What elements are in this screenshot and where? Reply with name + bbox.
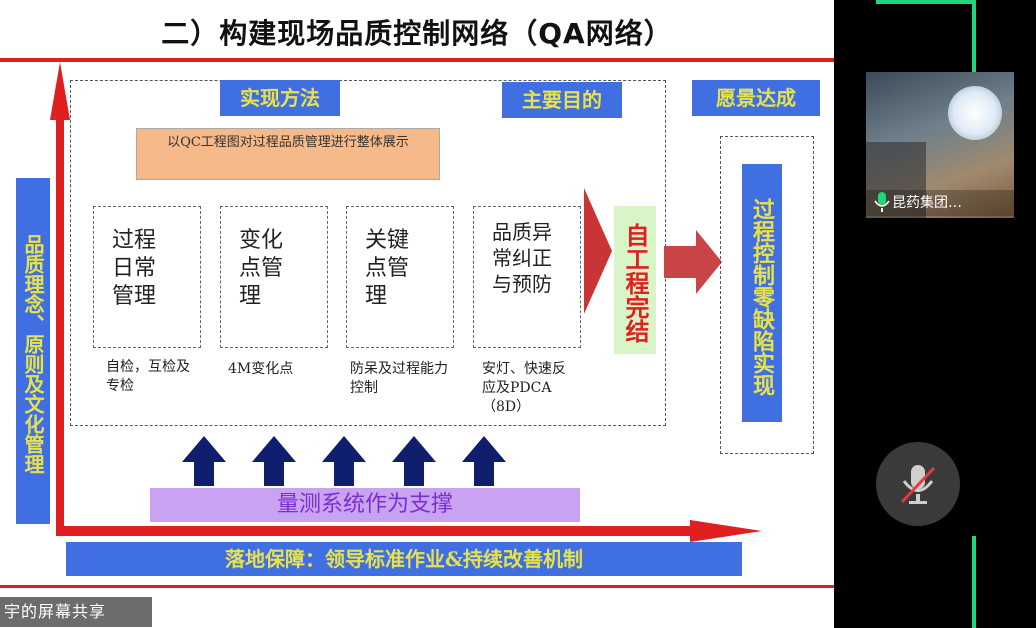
mic-muted-icon [900, 465, 936, 504]
item-caption: 自检，互检及专检 [106, 359, 190, 394]
axis-arrows [50, 62, 762, 542]
vertical-arrow [50, 62, 70, 534]
meeting-sidebar: 昆药集团… [834, 0, 1036, 628]
bottom-guarantee-banner: 落地保障：领导标准作业&持续改善机制 [66, 542, 742, 576]
item-caption: 安灯、快速反应及PDCA（8D） [482, 361, 566, 415]
qc-note-box: 以QC工程图对过程品质管理进行整体展示 [136, 128, 440, 180]
zero-defect-label: 过程控制零缺陷实现 [742, 164, 782, 422]
item-title: 变化点管理 [239, 228, 284, 309]
method-header: 实现方法 [220, 80, 340, 116]
screen-share-label: 宇的屏幕共享 [0, 597, 152, 627]
arrow-up-icon [462, 436, 506, 486]
wall-shadow [866, 142, 926, 218]
horizontal-arrow [56, 520, 762, 542]
active-speaker-line-top-h [876, 0, 976, 4]
item-key-point: 关键点管理 [346, 206, 454, 348]
top-red-line [0, 58, 834, 62]
principle-culture-bar: 品质理念、原则及文化管理 [16, 178, 50, 524]
vision-area [720, 136, 814, 454]
qc-note-text: 以QC工程图对过程品质管理进行整体展示 [167, 135, 409, 150]
arrow-up-icon [252, 436, 296, 486]
active-speaker-line-bottom [972, 536, 976, 628]
item-title: 关键点管理 [365, 228, 410, 309]
item-caption: 防呆及过程能力控制 [350, 361, 448, 396]
active-speaker-line-top [972, 0, 976, 74]
arrow-up-icon [392, 436, 436, 486]
item-caption: 4M变化点 [228, 361, 294, 377]
item-title: 过程日常管理 [112, 228, 157, 309]
participant-video-tile[interactable]: 昆药集团… [866, 72, 1014, 218]
process-complete-label: 自工程完结 [614, 206, 656, 354]
item-quality-correction: 品质异常纠正与预防 [473, 206, 581, 348]
goal-header: 主要目的 [502, 82, 622, 118]
mute-button[interactable] [876, 442, 960, 526]
arrow-up-icon [322, 436, 366, 486]
item-title: 品质异常纠正与预防 [492, 220, 552, 296]
support-arrows [182, 436, 506, 486]
bottom-red-line [0, 585, 834, 588]
arrow-up-icon [182, 436, 226, 486]
participant-name: 昆药集团… [892, 195, 962, 211]
mic-on-icon [874, 192, 890, 212]
slide-title: 二）构建现场品质控制网络（QA网络） [161, 17, 673, 50]
ceiling-light [948, 86, 1002, 140]
item-daily-management: 过程日常管理 [93, 206, 201, 348]
shared-screen: 二）构建现场品质控制网络（QA网络） 品质理念、原则及文化管理 实现方法 主要目… [0, 0, 834, 628]
item-change-point: 变化点管理 [220, 206, 328, 348]
name-overlay [866, 190, 1014, 216]
chevron-right-icon [584, 188, 612, 314]
arrow-right-icon [664, 230, 722, 294]
measurement-support-bar: 量测系统作为支撑 [150, 488, 580, 522]
vision-header: 愿景达成 [692, 80, 820, 116]
